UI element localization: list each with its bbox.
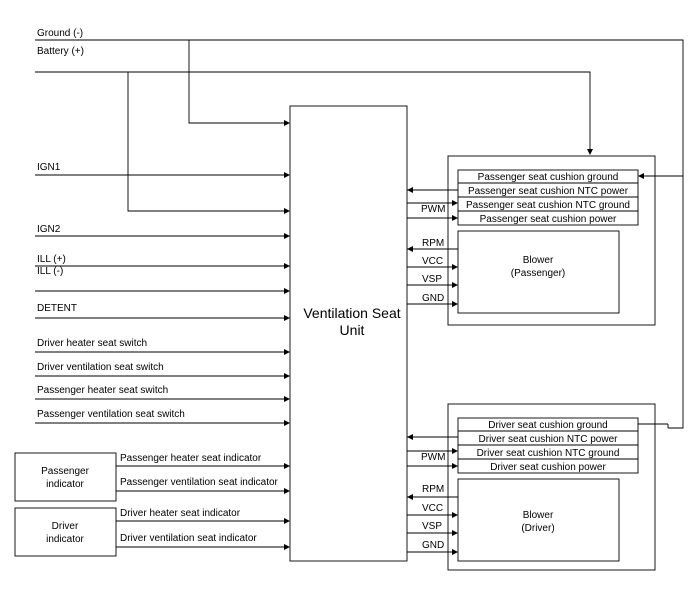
ign1-label: IGN1	[37, 162, 61, 173]
pass-pwm-label: PWM	[421, 204, 445, 215]
passenger-indicator-line1: Passenger	[41, 466, 89, 477]
ground-label: Ground (-)	[37, 28, 83, 39]
pass-blower-line2: (Passenger)	[511, 268, 565, 279]
passenger-module: Passenger seat cushion ground Passenger …	[407, 155, 683, 326]
driver-rpm-label: RPM	[422, 484, 444, 495]
pass-gnd-label: GND	[422, 293, 444, 304]
battery-label: Battery (+)	[37, 46, 84, 57]
ventilation-seat-unit: Ventilation Seat Unit	[289, 105, 408, 562]
driver-indicator-line1: Driver	[52, 521, 79, 532]
driver-indicator-box: Driver indicator	[14, 507, 117, 557]
driver-heater-indicator-label: Driver heater seat indicator	[120, 508, 241, 519]
driver-blower-line2: (Driver)	[521, 523, 554, 534]
driver-vent-indicator-label: Driver ventilation seat indicator	[120, 533, 257, 544]
pass-cushion-ntc-power: Passenger seat cushion NTC power	[468, 186, 629, 197]
driver-indicator-line2: indicator	[46, 534, 84, 545]
pass-vcc-label: VCC	[422, 256, 443, 267]
pass-cushion-ground: Passenger seat cushion ground	[478, 172, 619, 183]
driver-vent-switch-label: Driver ventilation seat switch	[37, 362, 164, 373]
indicator-wire-pass-heater: Passenger heater seat indicator	[116, 453, 290, 469]
pass-vent-switch-label: Passenger ventilation seat switch	[37, 409, 185, 420]
driver-cushion-ntc-ground: Driver seat cushion NTC ground	[477, 448, 620, 459]
indicator-wire-driver-vent: Driver ventilation seat indicator	[116, 533, 290, 550]
pass-vent-indicator-label: Passenger ventilation seat indicator	[120, 477, 279, 488]
driver-vcc-label: VCC	[422, 503, 443, 514]
pass-blower-line1: Blower	[523, 255, 554, 266]
pass-heater-indicator-label: Passenger heater seat indicator	[120, 453, 262, 464]
driver-cushion-ntc-power: Driver seat cushion NTC power	[479, 434, 619, 445]
input-ill-minus: ILL (-)	[35, 266, 290, 294]
pass-heater-switch-label: Passenger heater seat switch	[37, 385, 168, 396]
unit-label-line1: Ventilation Seat	[303, 305, 400, 321]
ground-wire	[35, 39, 684, 429]
passenger-indicator-line2: indicator	[46, 479, 84, 490]
input-ign1: IGN1	[35, 162, 290, 178]
pass-cushion-ntc-ground: Passenger seat cushion NTC ground	[466, 200, 630, 211]
input-driver-heater-switch: Driver heater seat switch	[35, 338, 290, 355]
indicator-wire-pass-vent: Passenger ventilation seat indicator	[116, 477, 290, 494]
unit-label-line2: Unit	[340, 322, 365, 338]
driver-gnd-label: GND	[422, 540, 444, 551]
pass-rpm-label: RPM	[422, 238, 444, 249]
indicator-wire-driver-heater: Driver heater seat indicator	[116, 508, 290, 524]
battery-wire	[35, 71, 593, 214]
input-driver-vent-switch: Driver ventilation seat switch	[35, 362, 290, 379]
driver-pwm-label: PWM	[421, 452, 445, 463]
ill-minus-label: ILL (-)	[37, 266, 63, 277]
input-pass-heater-switch: Passenger heater seat switch	[35, 385, 290, 402]
driver-heater-switch-label: Driver heater seat switch	[37, 338, 147, 349]
detent-label: DETENT	[37, 303, 77, 314]
driver-blower-line1: Blower	[523, 510, 554, 521]
driver-cushion-power: Driver seat cushion power	[490, 462, 606, 473]
input-detent: DETENT	[35, 303, 290, 321]
input-ign2: IGN2	[35, 224, 290, 239]
input-ill-plus: ILL (+)	[35, 254, 290, 269]
driver-vsp-label: VSP	[422, 521, 442, 532]
passenger-indicator-box: Passenger indicator	[14, 452, 117, 502]
pass-cushion-power: Passenger seat cushion power	[480, 214, 617, 225]
driver-module: Driver seat cushion ground Driver seat c…	[407, 403, 669, 571]
input-pass-vent-switch: Passenger ventilation seat switch	[35, 409, 290, 426]
driver-cushion-ground: Driver seat cushion ground	[488, 420, 608, 431]
ill-plus-label: ILL (+)	[37, 254, 66, 265]
ign2-label: IGN2	[37, 224, 61, 235]
pass-vsp-label: VSP	[422, 274, 442, 285]
